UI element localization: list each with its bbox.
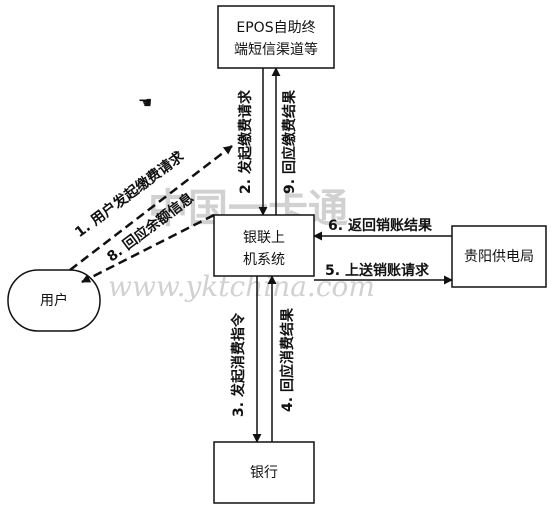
node-bank-label: 银行 bbox=[250, 465, 278, 481]
node-epos-line1: EPOS自助终 bbox=[236, 20, 315, 36]
label-step9: 9. 回应缴费结果 bbox=[281, 89, 298, 194]
node-epos-line2: 端短信渠道等 bbox=[234, 41, 318, 58]
node-unionpay: 银联上 机系统 bbox=[213, 214, 315, 277]
node-power-bureau: 贵阳供电局 bbox=[451, 225, 547, 288]
node-user: 用户 bbox=[7, 269, 101, 332]
label-step6: 6. 返回销账结果 bbox=[328, 217, 433, 234]
hand-cursor-icon: ☚ bbox=[138, 93, 152, 112]
node-epos: EPOS自助终 端短信渠道等 bbox=[217, 5, 335, 69]
label-step3: 3. 发起消费指令 bbox=[230, 312, 247, 417]
arrow-step8 bbox=[81, 213, 215, 284]
label-step2: 2. 发起缴费请求 bbox=[237, 89, 254, 194]
node-bank: 银行 bbox=[213, 441, 315, 504]
arrow-step1 bbox=[69, 145, 233, 271]
label-step5: 5. 上送销账请求 bbox=[325, 262, 430, 279]
label-step4: 4. 回应消费结果 bbox=[279, 307, 296, 412]
node-unionpay-line1: 银联上 bbox=[243, 230, 285, 246]
node-user-label: 用户 bbox=[40, 292, 68, 309]
node-power-bureau-label: 贵阳供电局 bbox=[464, 249, 534, 265]
node-unionpay-line2: 机系统 bbox=[243, 252, 285, 268]
